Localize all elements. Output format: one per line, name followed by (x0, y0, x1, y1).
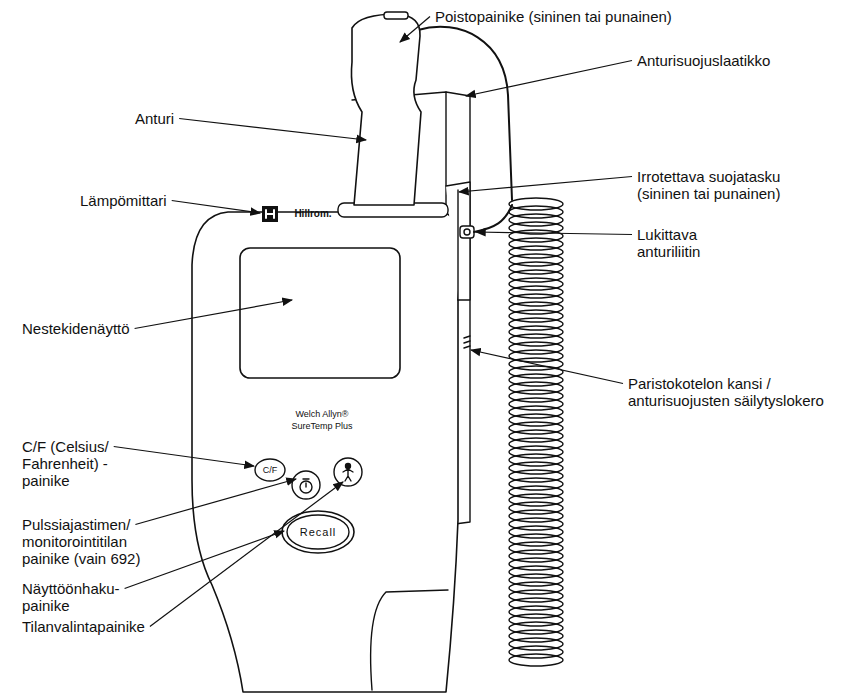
removable-pocket (446, 182, 470, 300)
cf-button (255, 459, 285, 481)
coil-winding (509, 654, 563, 666)
callout-label: Poistopainike (sininen tai punainen) (435, 8, 672, 25)
leader-line (135, 479, 296, 525)
grip-marks (464, 336, 470, 348)
timer-button (292, 471, 320, 499)
leader-line (466, 61, 632, 97)
device-text: C/F (263, 465, 278, 476)
leader-line (135, 300, 292, 329)
probe-connector-pin (464, 229, 470, 235)
leader-line (476, 232, 632, 235)
person-icon-body (343, 469, 353, 481)
leader-line (172, 201, 260, 214)
leader-line (114, 447, 254, 467)
callout-label: Näyttöönhaku- painike (22, 580, 132, 614)
logo-letter (266, 210, 274, 218)
leader-line (400, 17, 430, 43)
callout-label: Irrotettava suojatasku (sininen tai puna… (637, 168, 817, 202)
leader-line (471, 350, 623, 384)
grip-recess (371, 590, 448, 690)
callout-label: Tilanvalintapainike (22, 618, 145, 635)
device-text: Hillrom. (294, 208, 331, 220)
probe (351, 14, 421, 205)
device-text: Recall (300, 526, 337, 539)
recall-button-inner (287, 515, 349, 549)
eject-button (384, 12, 408, 19)
mode-button (334, 458, 362, 486)
callout-label: Anturi (135, 110, 174, 127)
callout-label: Lukittava anturiliitin (637, 226, 737, 260)
callout-label: Nestekidenäyttö (22, 320, 130, 337)
callout-label: Paristokotelon kansi / anturisuojusten s… (628, 375, 850, 409)
coil-cord (509, 198, 563, 666)
leader-line (125, 531, 284, 589)
callout-label: Pulssiajastimen/ monitorointitilan paini… (22, 516, 157, 567)
logo-mark (262, 206, 278, 222)
leader-line (179, 119, 366, 141)
probe-cover-box-edge (445, 92, 446, 215)
removable-pocket-edge (457, 190, 458, 300)
probe-connector (460, 226, 474, 238)
leader-line (150, 482, 343, 627)
connector-cable (474, 205, 512, 232)
recall-button (282, 511, 354, 553)
timer-icon-hand (303, 479, 309, 487)
device-text: SureTemp Plus (291, 421, 352, 432)
device-text: Welch Allyn® (296, 409, 349, 420)
callout-label: Lämpömittari (80, 192, 167, 209)
person-icon-head (346, 464, 351, 469)
leader-line (459, 177, 632, 193)
lcd-display (240, 248, 400, 378)
thermometer-body (192, 212, 458, 692)
callout-label: C/F (Celsius/ Fahrenheit) -painike (22, 438, 122, 489)
callout-label: Anturisuojuslaatikko (637, 52, 770, 69)
